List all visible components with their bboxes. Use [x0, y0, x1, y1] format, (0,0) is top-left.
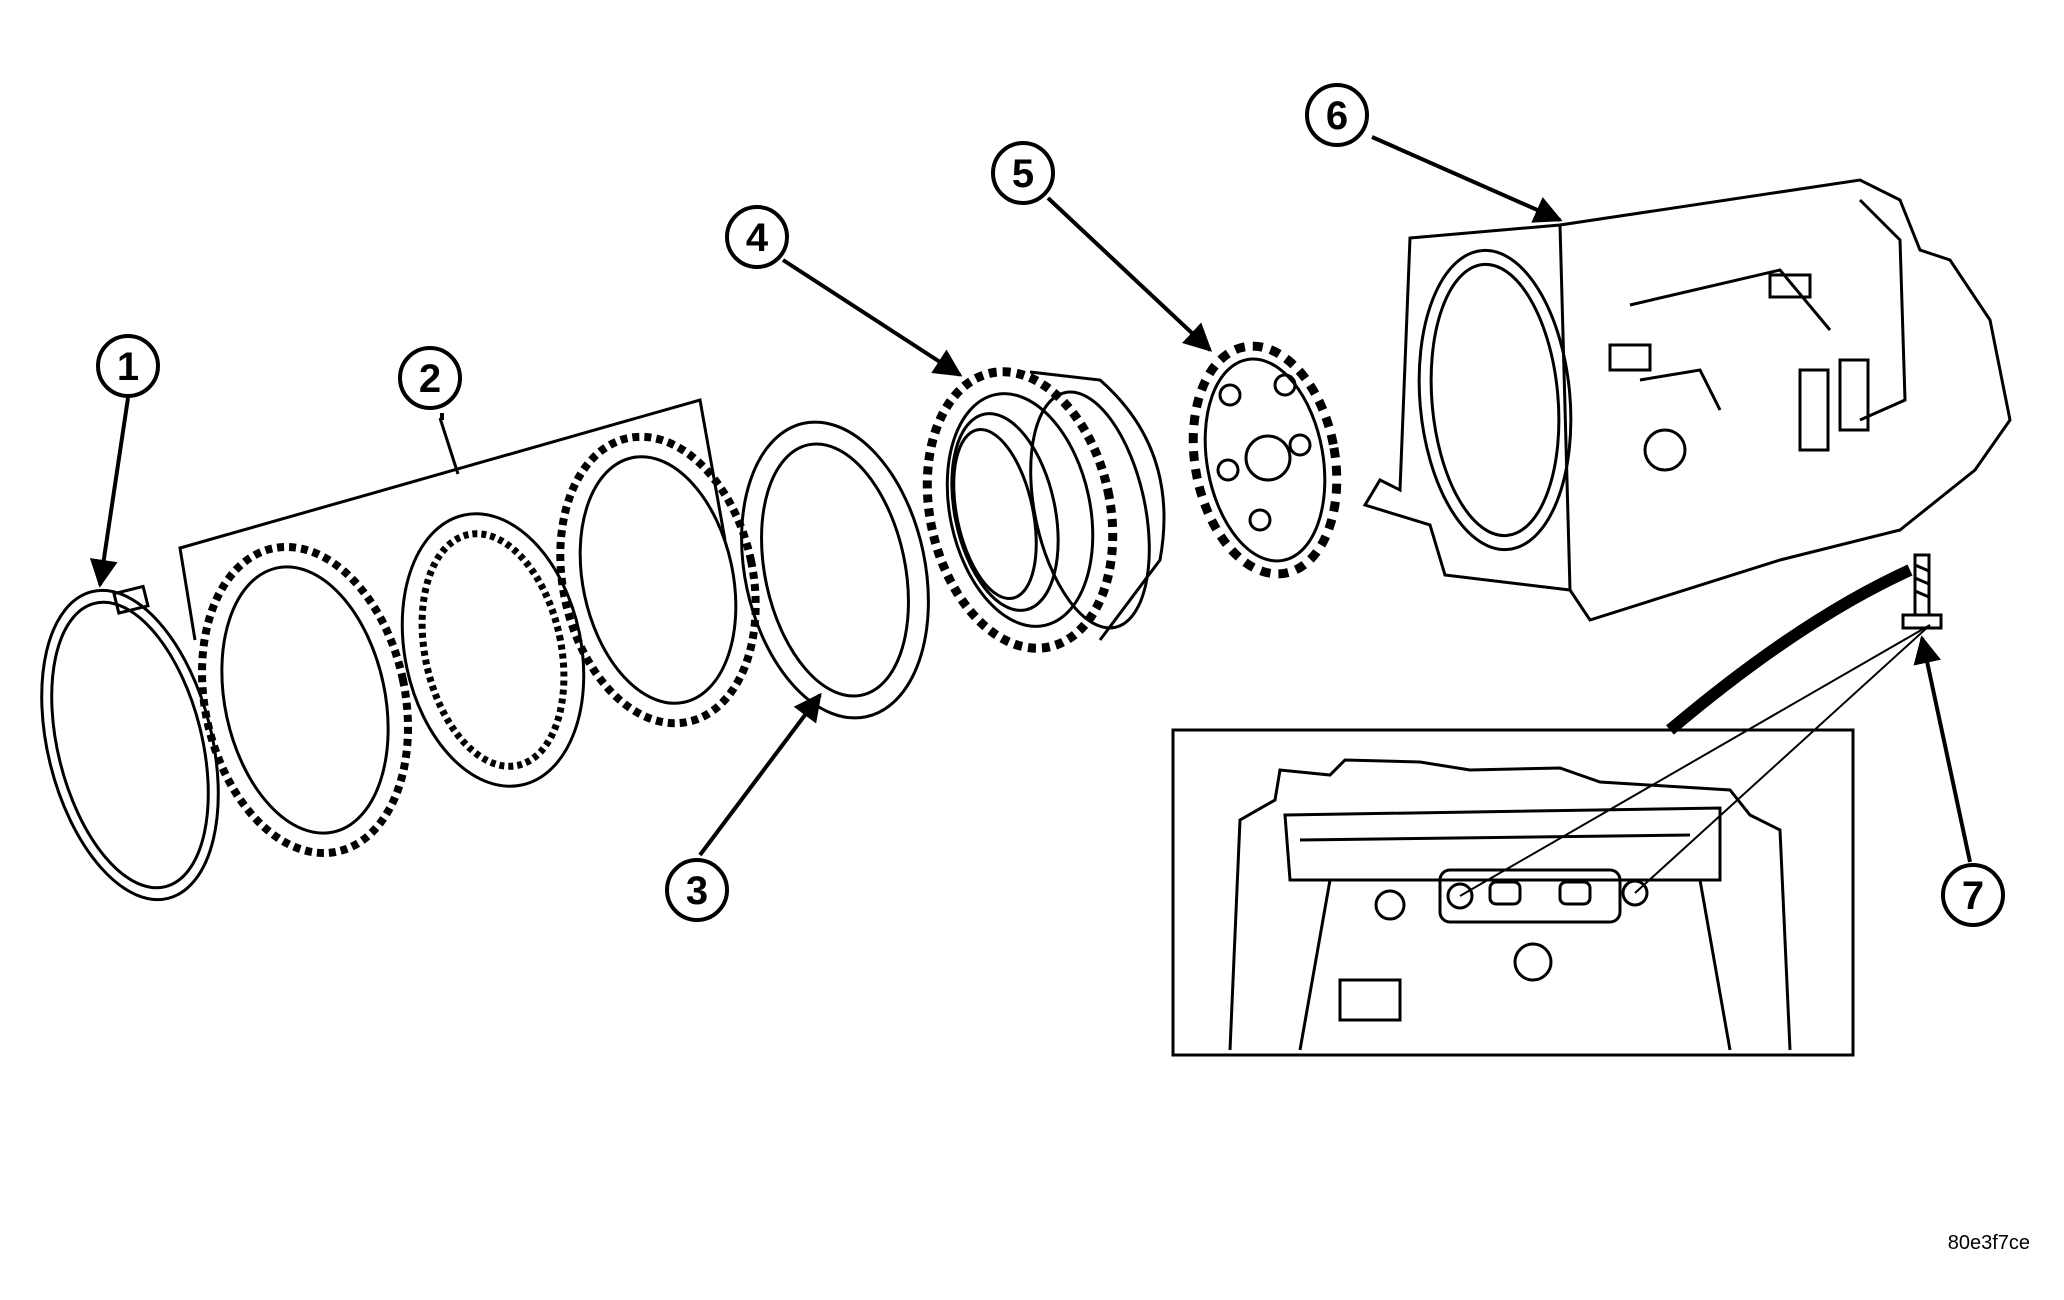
callout-3: 3	[665, 858, 729, 922]
callout-5-label: 5	[1012, 152, 1034, 196]
clutch-pack	[178, 398, 760, 858]
bolt	[1901, 553, 1943, 630]
callout-5: 5	[991, 141, 1055, 205]
callout-4-label: 4	[746, 216, 769, 260]
callout-4: 4	[725, 205, 789, 269]
reaction-plate	[740, 420, 930, 720]
callout-1-label: 1	[117, 345, 139, 389]
figure-code: 80e3f7ce	[1947, 1232, 2030, 1254]
snap-ring	[40, 584, 220, 902]
callout-7: 7	[1941, 863, 2005, 927]
callout-leaders	[89, 135, 1972, 863]
callout-6-label: 6	[1326, 94, 1348, 138]
inset-detail	[1171, 564, 1931, 1057]
gear-plate	[1188, 341, 1342, 579]
callout-6: 6	[1305, 83, 1369, 147]
callout-1: 1	[96, 334, 160, 398]
callout-2: 2	[398, 346, 462, 410]
clutch-drum	[922, 367, 1166, 653]
callout-3-label: 3	[686, 869, 708, 913]
callout-7-label: 7	[1962, 874, 1984, 918]
callout-2-label: 2	[419, 357, 441, 401]
transmission-case	[1362, 178, 2012, 622]
